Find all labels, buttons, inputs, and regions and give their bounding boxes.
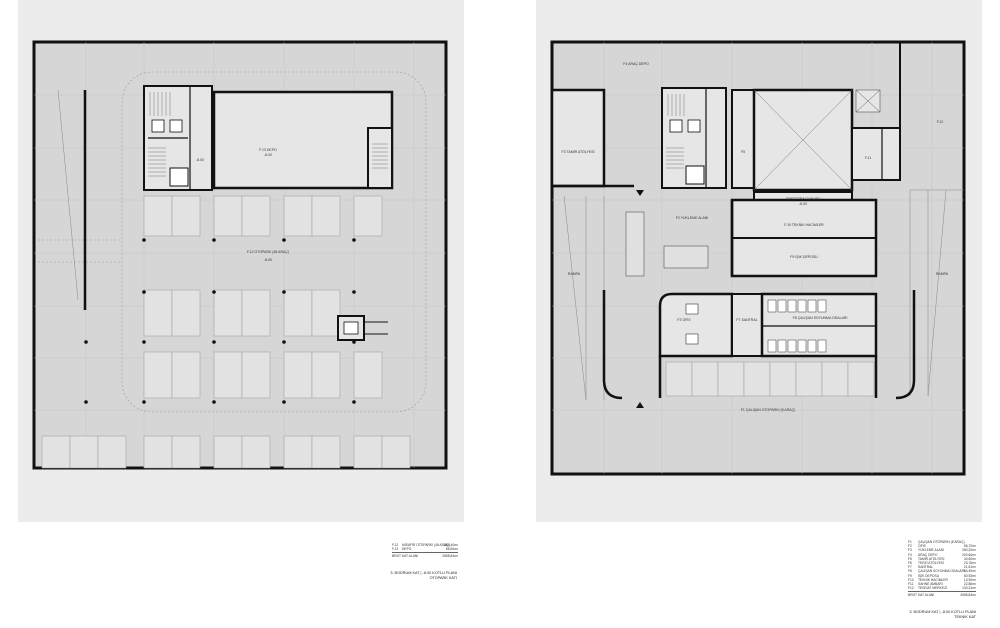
left-storage-level: -8.00: [264, 153, 272, 157]
left-drive-loop: [121, 71, 427, 413]
right-label-f2: F2 YÜKLEME ALANI: [675, 216, 709, 220]
right-staff-parking-stalls: [665, 361, 875, 397]
right-label-f1: F1 ÇALIŞAN OTOPARKI (8 ARAÇ): [740, 408, 796, 412]
left-columns: [84, 238, 356, 404]
right-floor-plan-sheet: F4 ARAÇ DEPO F3 TAMİR ATÖLYESİ F5 ORKEST…: [536, 0, 982, 522]
left-plan-drawing: [32, 40, 448, 470]
right-label-f5: F5: [740, 150, 746, 154]
right-label-ramp-right: RAMPA: [935, 272, 949, 276]
right-label-orchestra-level: -8.00: [799, 202, 807, 206]
left-sheet-caption: 3. BODRUM KAT | -8.00 KOTLU PLANI OTOPAR…: [390, 571, 457, 580]
right-label-f8: F8 ÇALIŞAN SOYUNMA ODALARI: [792, 316, 848, 320]
right-plan-drawing: [550, 40, 966, 476]
left-stair-level: -8.00: [196, 158, 204, 162]
left-parking-label: F.12 OTOPARK (48 ARAÇ): [246, 250, 290, 254]
right-sheet-caption: 3. BODRUM KAT | -8.00 KOTLU PLANI TEKNİK…: [909, 610, 976, 619]
left-parking-level: -8.00: [264, 258, 272, 262]
left-storage-room: [212, 90, 394, 190]
left-storage-label: F.13 DEPO: [259, 148, 277, 152]
right-label-f12: F.12: [936, 120, 944, 124]
right-label-f3-office: F3 OFİS: [677, 318, 691, 322]
left-parking-stalls: [41, 195, 411, 469]
right-label-ramp-left: RAMPA: [567, 272, 581, 276]
right-f5-room: [731, 89, 755, 189]
right-label-f9: F9 IŞIK DEPOSU: [790, 255, 818, 259]
right-label-f3-workshop: F3 TAMİR ATÖLYESİ: [561, 150, 595, 154]
right-label-f7: F7 SANTRAL: [736, 318, 758, 322]
right-workshop-room: [550, 88, 606, 188]
right-label-f11: F.11: [864, 156, 872, 160]
right-office-block: [658, 292, 734, 358]
right-santral-room: [731, 293, 763, 357]
right-label-orchestra: ORKESTRA ÇUKURU: [785, 197, 821, 201]
right-label-f4: F4 ARAÇ DEPO: [623, 62, 649, 66]
right-label-f10: F.10 TEKNİK HACİMLER: [784, 223, 824, 227]
left-floor-plan-sheet: F.13 DEPO -8.00 -8.00 F.12 OTOPARK (48 A…: [18, 0, 464, 522]
right-f11-room: [851, 127, 901, 181]
